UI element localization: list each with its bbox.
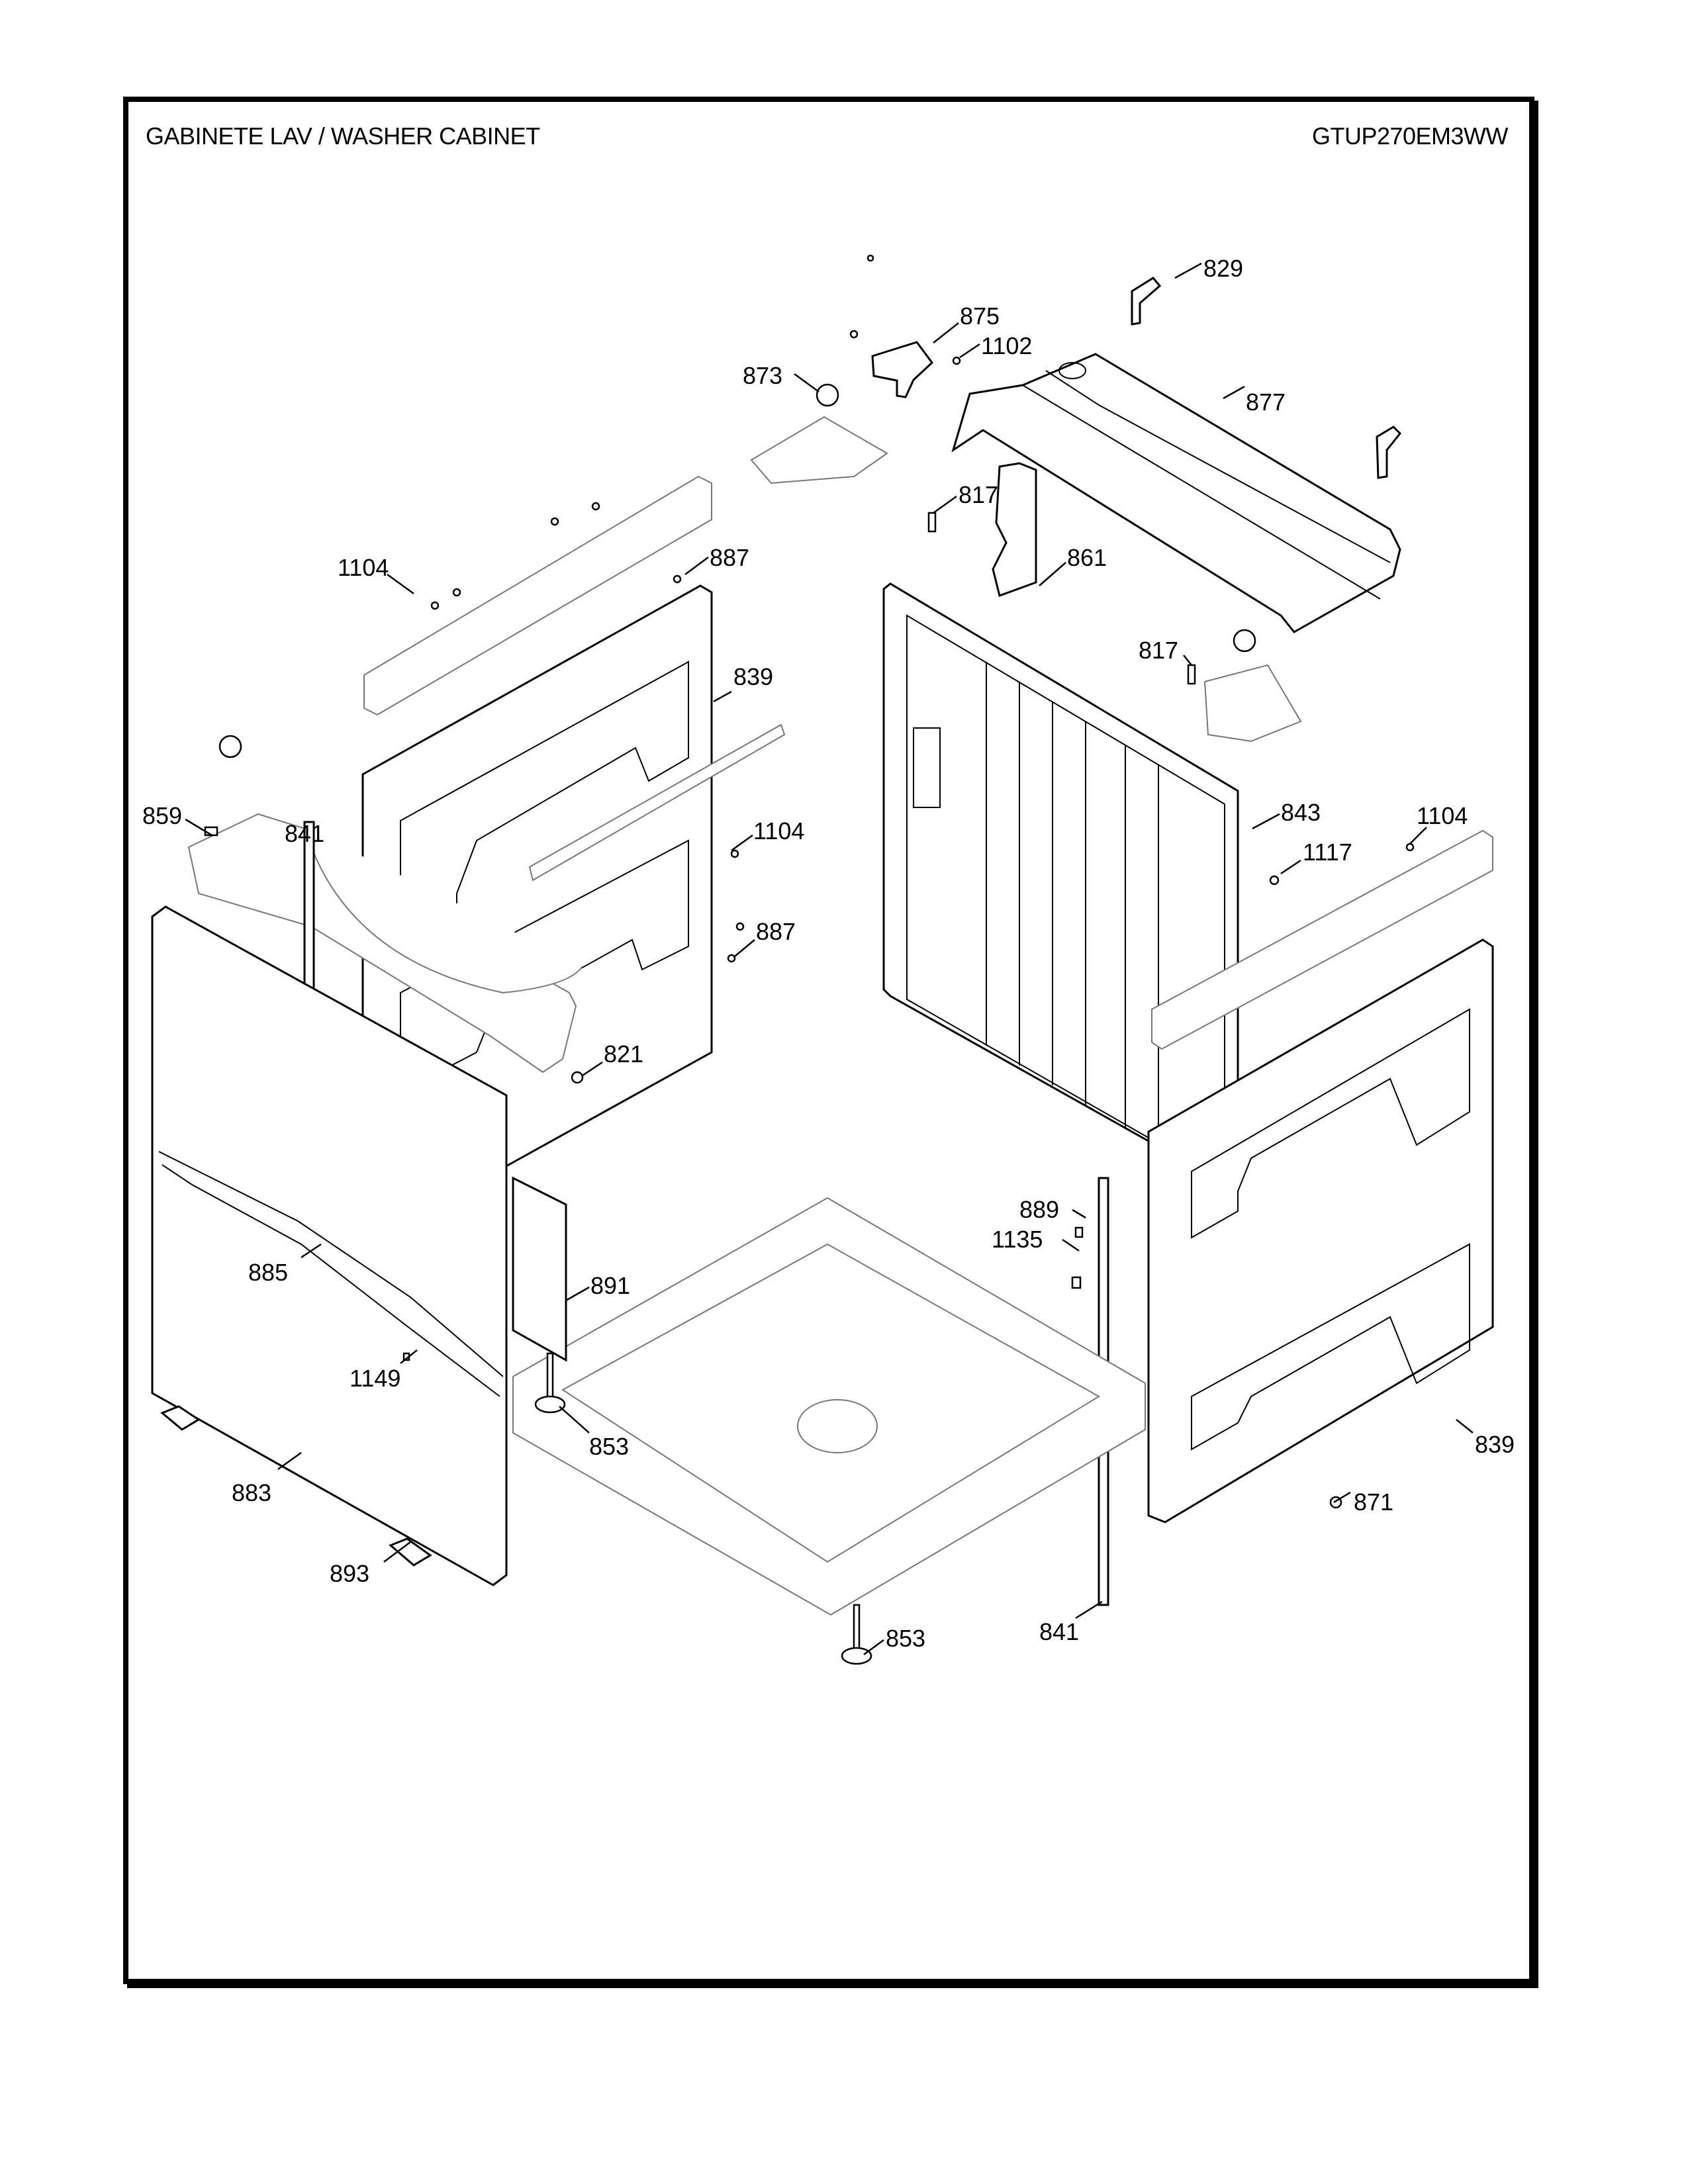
callout-821: 821 [604,1040,643,1068]
model-number: GTUP270EM3WW [1311,122,1509,150]
callout-1104: 1104 [1417,802,1468,829]
top-rail-right [1151,829,1493,1050]
top-frame-assembly [187,813,583,1073]
callout-1104: 1104 [753,817,804,844]
corner-brace [750,416,1302,743]
callout-883: 883 [232,1479,271,1506]
bracket-875 [871,341,934,398]
clip-893 [160,1405,432,1567]
callout-1117: 1117 [1303,839,1352,866]
callout-841: 841 [285,820,324,847]
base-pan [512,1197,1146,1616]
callout-1102: 1102 [981,332,1032,359]
callout-labels: 829 875 1102 873 877 817 861 1104 887 83… [142,255,1515,1652]
callout-893: 893 [330,1560,369,1587]
callout-817: 817 [1139,637,1178,664]
slide-rail [528,723,786,882]
callout-1149: 1149 [350,1365,400,1392]
callout-875: 875 [960,302,1000,330]
callout-853: 853 [886,1625,925,1652]
callout-871: 871 [1354,1488,1393,1516]
callout-877: 877 [1246,388,1286,416]
back-panel-843 [882,582,1239,1193]
callout-829: 829 [1203,255,1243,282]
callout-859: 859 [142,802,182,829]
top-cover-877 [951,353,1401,633]
callout-887: 887 [710,544,749,571]
duct-861 [992,462,1037,597]
callout-889: 889 [1019,1196,1059,1223]
callout-885: 885 [248,1259,288,1286]
front-panel-883 [151,905,508,1586]
callout-1135: 1135 [992,1226,1043,1253]
strap-841-left [303,821,315,1009]
callout-1104: 1104 [338,554,389,581]
callout-861: 861 [1067,544,1107,571]
callout-839: 839 [1475,1431,1515,1458]
bracket-829 [1131,277,1402,479]
callout-839: 839 [733,663,773,690]
callout-843: 843 [1281,799,1321,826]
side-panel-839-right [1147,938,1494,1524]
callout-817: 817 [959,481,998,508]
diagram-title: GABINETE LAV / WASHER CABINET [146,122,540,150]
panel-891 [512,1176,567,1362]
callout-853: 853 [589,1433,629,1460]
callout-891: 891 [590,1272,630,1299]
diagram-frame [123,97,1534,1984]
top-rail-left [363,475,712,716]
leader-lines [185,262,1474,1656]
callout-841: 841 [1039,1618,1079,1645]
callout-873: 873 [743,362,782,389]
leveling-leg-853 [534,1352,872,1665]
callout-887: 887 [756,918,796,945]
